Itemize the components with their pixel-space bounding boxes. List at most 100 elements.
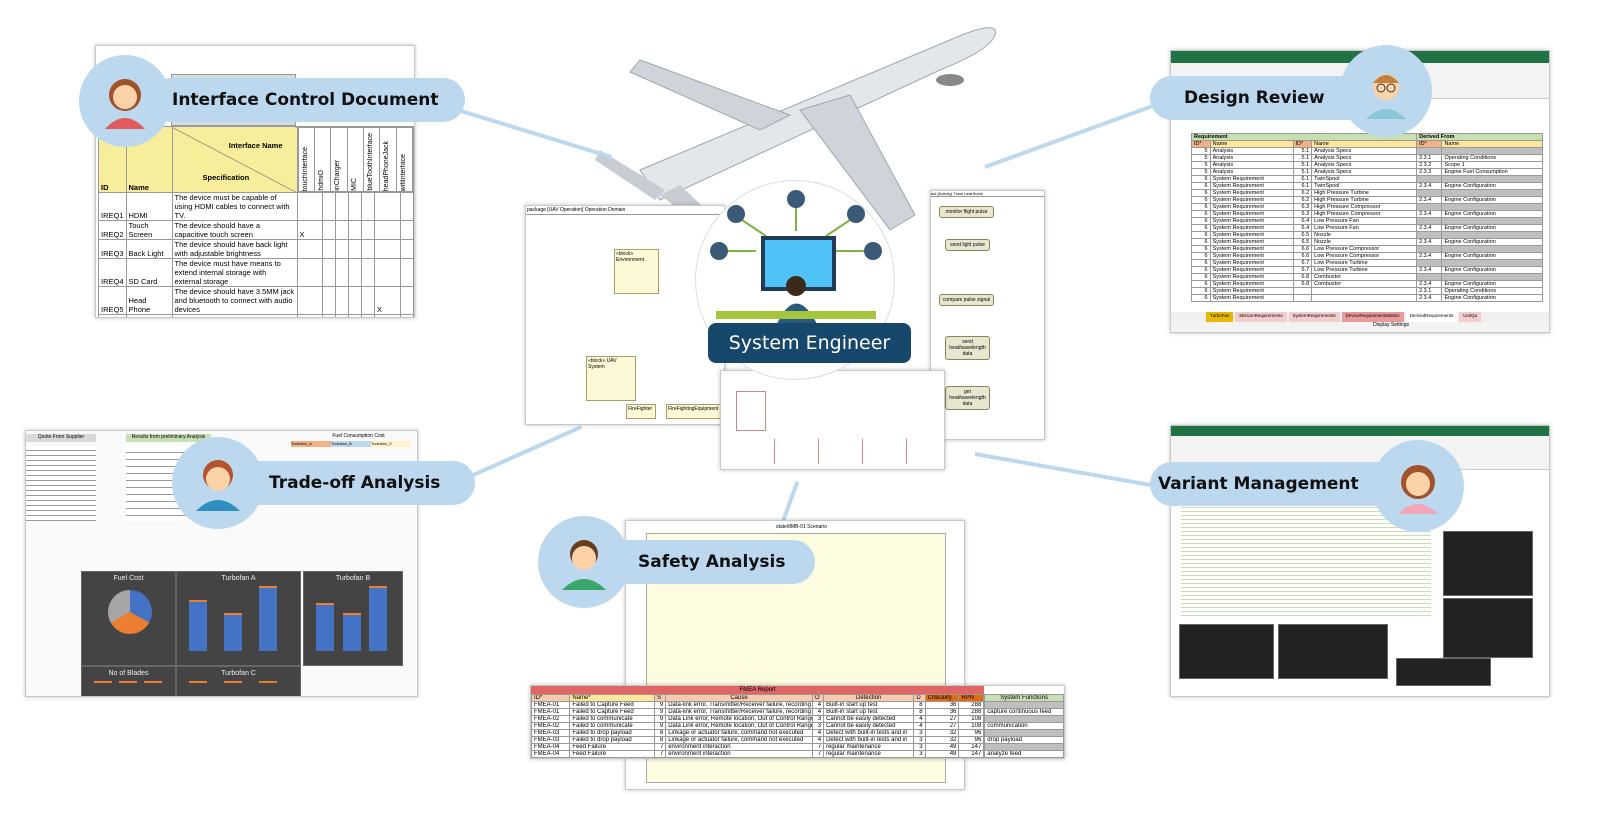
- interface-name: MIC: [346, 127, 364, 192]
- chart-title: Fuel Cost: [113, 575, 144, 582]
- woman-avatar-icon: [1398, 465, 1438, 514]
- cell: High Pressure Turbine: [1311, 196, 1418, 204]
- activity-node[interactable]: compare pulse signal: [939, 294, 994, 306]
- system-function: capture continuous feed: [984, 708, 1064, 716]
- activity-node[interactable]: send light pulse: [945, 239, 990, 251]
- activity-node[interactable]: get heat/wavelength data: [945, 386, 990, 410]
- column-header: S: [653, 694, 667, 702]
- cell: 6: [1191, 224, 1211, 232]
- table-row: [984, 743, 1064, 751]
- column-header: O: [811, 694, 825, 702]
- cell: 6.5: [1292, 231, 1313, 239]
- sheet-tab[interactable]: DeviceRequirementsMatrix: [1341, 312, 1404, 322]
- sheet-tab[interactable]: SystemRequirements: [1288, 312, 1340, 322]
- cell: [1311, 294, 1418, 302]
- cell: FMEA-03: [531, 736, 571, 744]
- cell: Engine Configuration: [1441, 280, 1543, 288]
- cell: 6: [1191, 259, 1211, 267]
- cell: Data-link error, Transmitter/Receiver fa…: [665, 708, 813, 716]
- cell: 5.1: [1292, 147, 1313, 155]
- cell: Data Link error, Remote location, Out of…: [665, 715, 813, 723]
- sheet-tab[interactable]: UnitQu: [1459, 312, 1482, 322]
- block-uav-system[interactable]: «block» UAV System: [586, 356, 636, 401]
- cell: FMEA-02: [531, 715, 571, 723]
- cell: [1441, 147, 1543, 155]
- fuel-cost-header: Fuel Consumption Cost: [332, 433, 385, 439]
- interface-cell: [322, 220, 337, 240]
- cell: 5.1: [1292, 154, 1313, 162]
- cell: [1311, 287, 1418, 295]
- cell: System Requirement: [1209, 217, 1294, 225]
- cell: 27: [924, 715, 960, 723]
- activity-node[interactable]: monitor flight pulse: [939, 206, 994, 218]
- interface-label: headPhoneJack: [383, 140, 391, 191]
- display-settings[interactable]: Display Settings: [1171, 322, 1549, 332]
- system-engineer-text: System Engineer: [728, 332, 891, 354]
- block-environment[interactable]: «block» Environment: [614, 249, 659, 294]
- cell: 147: [958, 750, 985, 758]
- sheet-tab[interactable]: DerivedRequirements: [1405, 312, 1458, 322]
- cell: 2.3.4: [1416, 224, 1443, 232]
- cell: Combustor: [1311, 273, 1418, 281]
- cell: 6: [1191, 196, 1211, 204]
- chart-bar: [224, 681, 242, 683]
- cell: regular maintenance: [823, 743, 915, 751]
- cell: 5.1: [1292, 168, 1313, 176]
- cell: System Requirement: [1209, 182, 1294, 190]
- chart-variant-2: [1443, 598, 1533, 658]
- column-header: Name: [1209, 140, 1294, 148]
- cell: System Requirement: [1209, 252, 1294, 260]
- cell: [1441, 175, 1543, 183]
- cell: 6: [1191, 217, 1211, 225]
- cell: Low Pressure Turbine: [1311, 266, 1418, 274]
- chart-variant-5: [1396, 658, 1491, 686]
- cell: 96: [958, 736, 985, 744]
- cell: 27: [924, 722, 960, 730]
- turbofan-b-header: Turbofan_B: [331, 441, 371, 447]
- chart-bar: [369, 586, 388, 651]
- cell: 6: [1191, 273, 1211, 281]
- interface-cell: [296, 258, 324, 287]
- cell: System Requirement: [1209, 196, 1294, 204]
- cell: 6: [1191, 175, 1211, 183]
- sheet-tab[interactable]: MissionRequirements: [1235, 312, 1287, 322]
- table-row: [984, 715, 1064, 723]
- block-firefighting-equipment[interactable]: FireFightingEquipment: [666, 404, 723, 419]
- sheet-tab[interactable]: TurboFan: [1206, 312, 1234, 322]
- cell: Failed to drop payload: [569, 729, 655, 737]
- cell: Data Link error, Remote location, Out of…: [665, 722, 813, 730]
- cell: environment interaction: [665, 750, 813, 758]
- activity-node[interactable]: send heat/wavelength data: [945, 336, 990, 360]
- interface-cell: [361, 258, 376, 287]
- cell: 9: [653, 701, 667, 709]
- system-function: [984, 701, 1064, 709]
- system-engineer-badge: System Engineer: [708, 323, 911, 363]
- cell: 9: [653, 708, 667, 716]
- block-firefighter[interactable]: FireFighter: [626, 404, 656, 419]
- chart-bar: [119, 681, 137, 683]
- column-header: Detection: [823, 694, 915, 702]
- interface-name: touchInterface: [298, 127, 315, 192]
- cell: [1441, 189, 1543, 197]
- column-header: Name: [1441, 140, 1543, 148]
- cell: System Requirement: [1209, 294, 1294, 302]
- connector-variant: [974, 452, 1153, 488]
- interface-cell: [361, 220, 376, 240]
- chart-variant-4: [1278, 624, 1388, 679]
- req-spec: The device must have means to extend int…: [171, 258, 298, 287]
- cell: 7: [811, 750, 825, 758]
- cell: High Pressure Compressor: [1311, 203, 1418, 211]
- man-glasses-avatar-icon: [1366, 74, 1406, 119]
- cell: Analysis Specs: [1311, 168, 1418, 176]
